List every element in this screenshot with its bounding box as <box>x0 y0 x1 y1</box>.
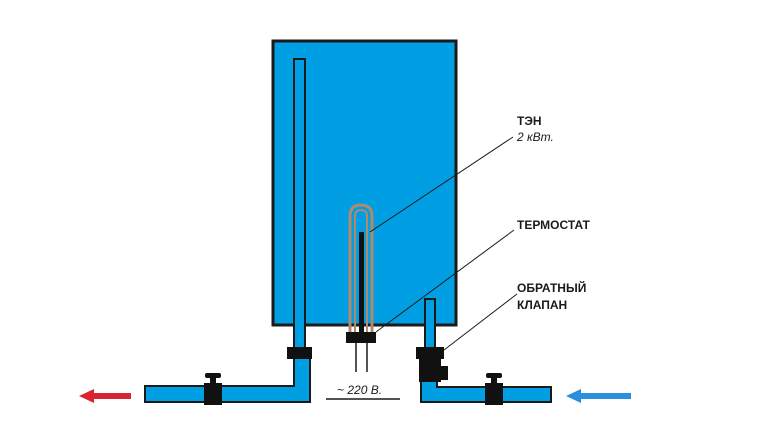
outlet-pipe-horizontal <box>144 349 311 403</box>
hot-water-arrow <box>79 389 131 403</box>
outlet-fitting <box>287 347 312 359</box>
thermostat-probe <box>359 232 364 332</box>
heater-flange <box>346 332 376 343</box>
heater-label-power: 2 кВт. <box>517 130 554 144</box>
cold-water-arrow <box>566 389 631 403</box>
outlet-valve <box>204 373 222 405</box>
thermostat-label: ТЕРМОСТАТ <box>517 218 590 232</box>
heater-leader-line <box>369 136 514 233</box>
check-valve <box>416 347 448 382</box>
check-valve-label-line2: КЛАПАН <box>517 298 568 312</box>
power-wires <box>355 343 368 372</box>
heater-element <box>348 203 374 332</box>
heater-label-title: ТЭН <box>517 114 542 128</box>
check-valve-label-line1: ОБРАТНЫЙ <box>517 281 587 295</box>
check-valve-leader-line <box>443 293 518 351</box>
inlet-valve <box>485 373 503 405</box>
voltage-label: ~ 220 В. <box>337 383 383 397</box>
hot-outlet-pipe <box>293 58 306 352</box>
thermostat-leader-line <box>375 229 515 333</box>
inlet-pipe-vertical <box>424 298 436 352</box>
